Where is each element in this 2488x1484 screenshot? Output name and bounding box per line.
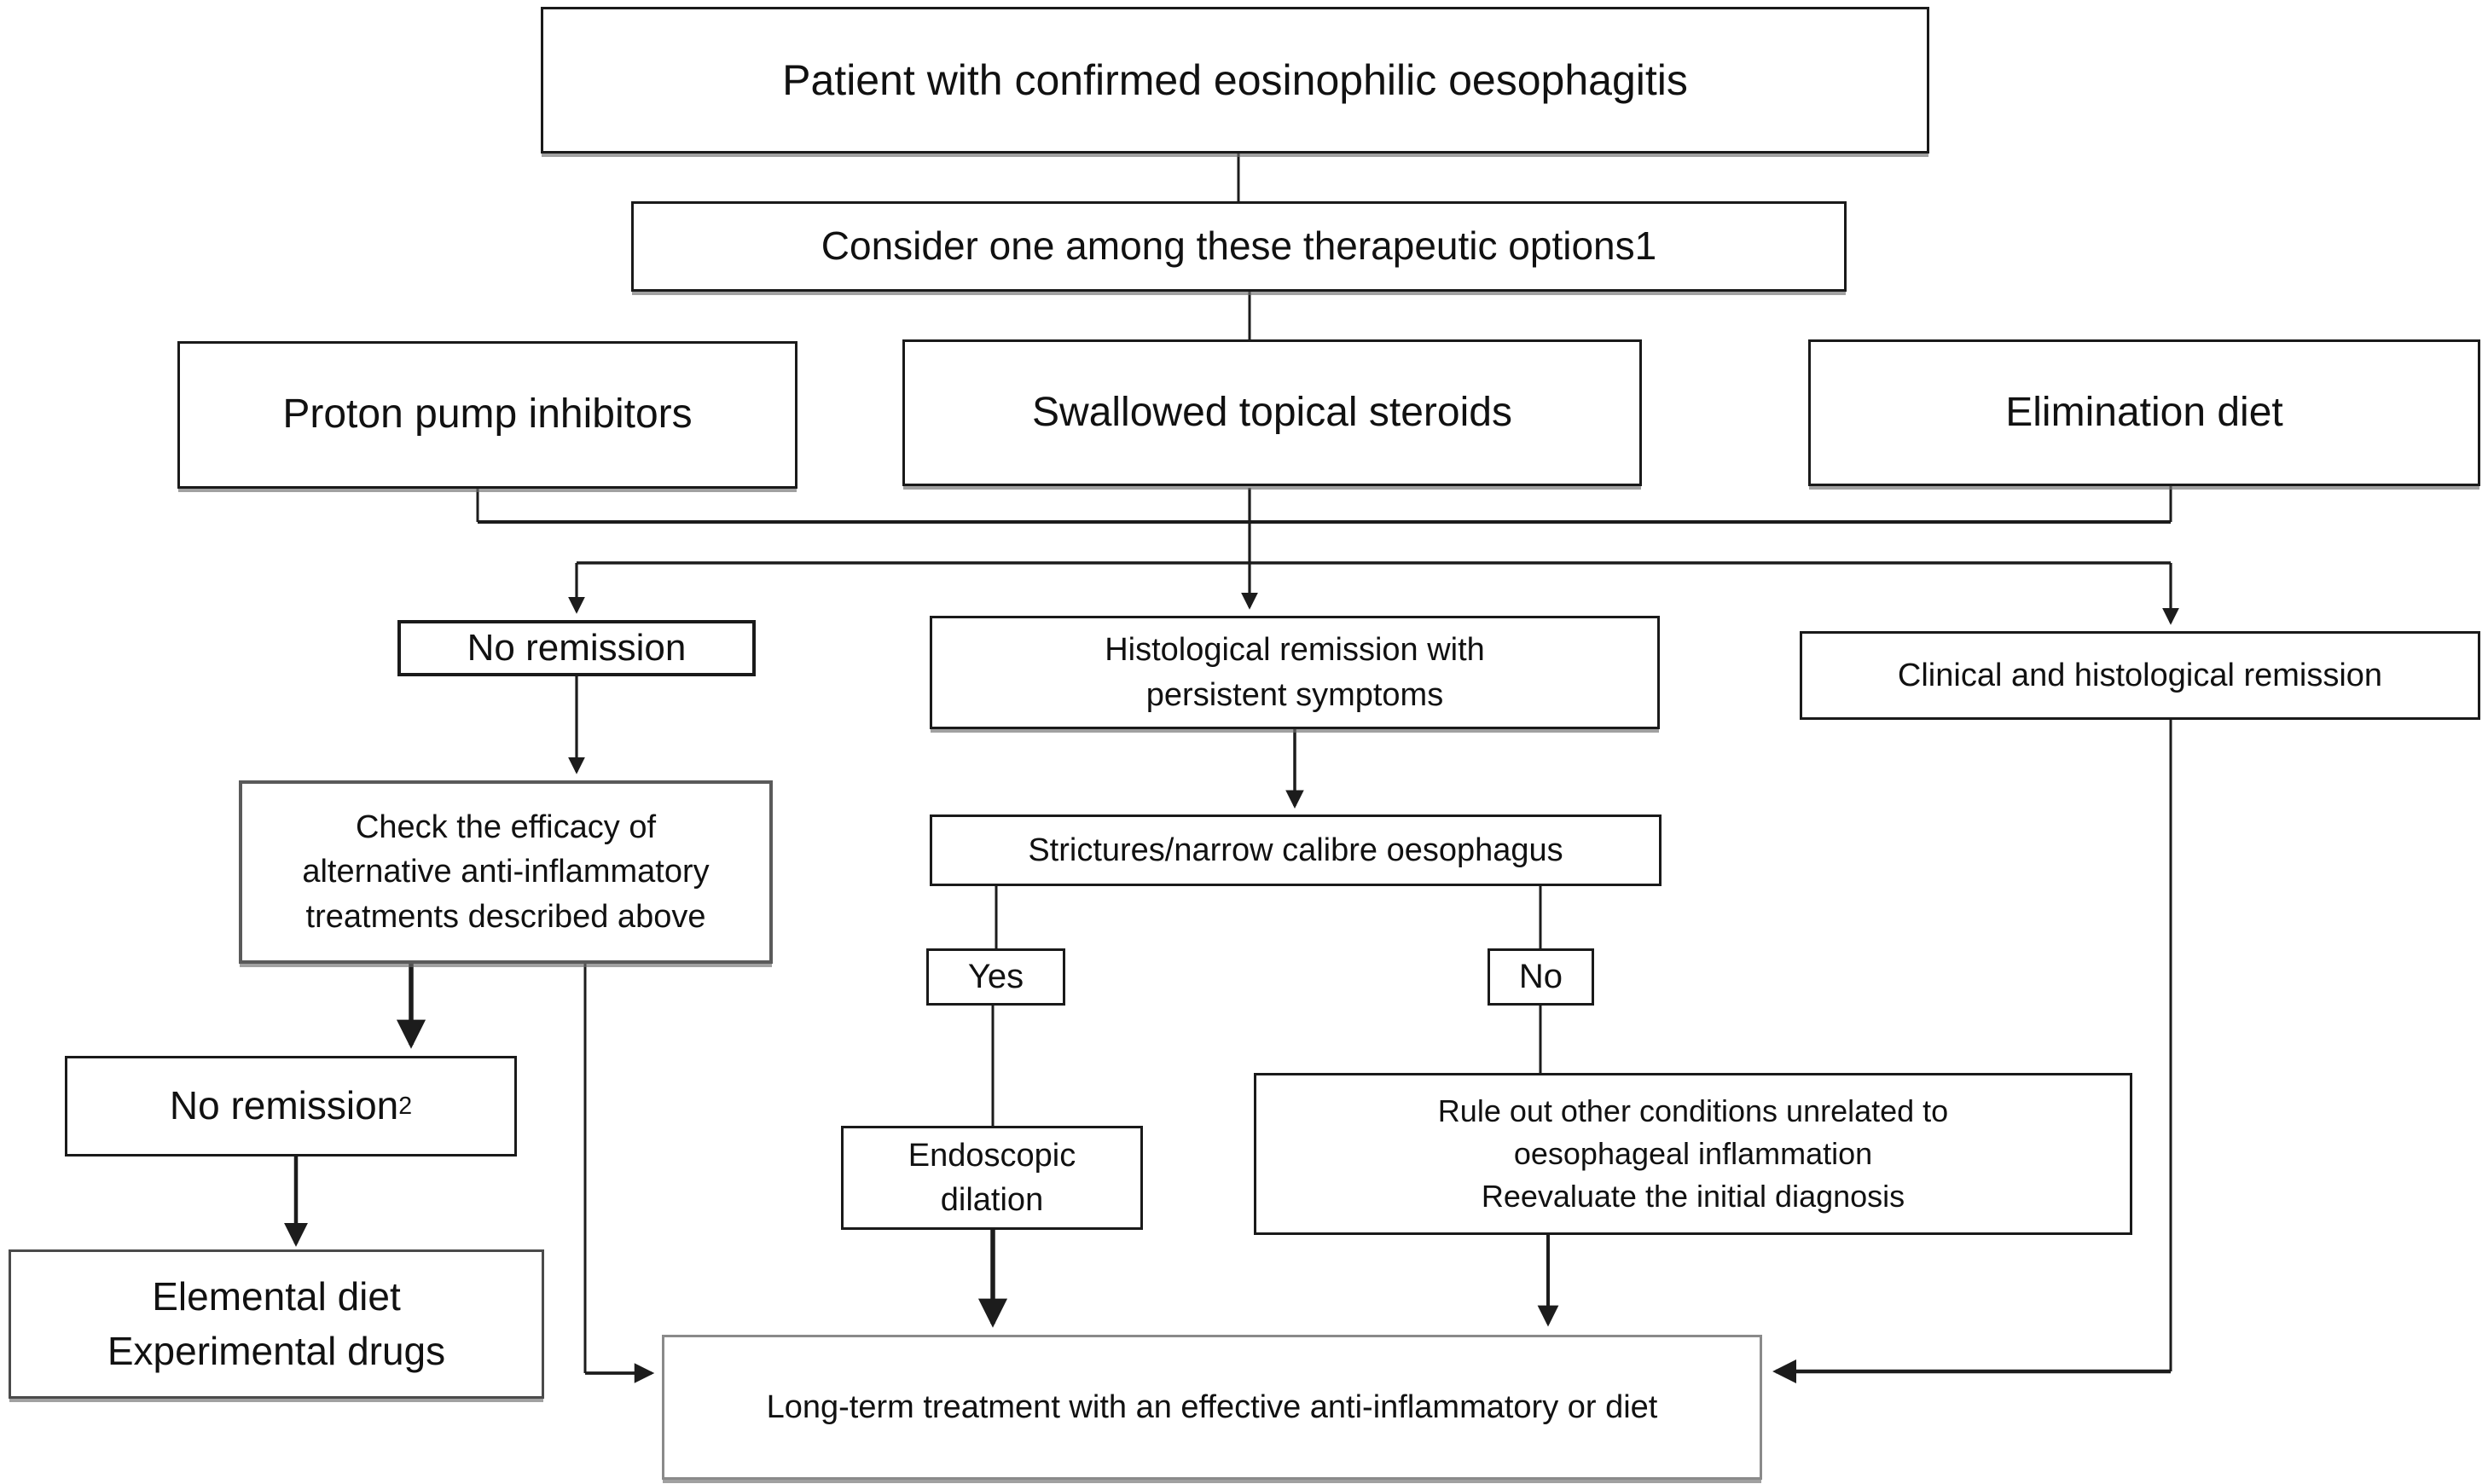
node-rule-out: Rule out other conditions unrelated to o…	[1254, 1073, 2132, 1235]
node-elemental-diet: Elemental diet Experimental drugs	[9, 1249, 544, 1399]
no-remission-2-label: No remission	[169, 1083, 399, 1128]
node-consider-options: Consider one among these therapeutic opt…	[631, 201, 1847, 292]
node-check-efficacy: Check the efficacy of alternative anti-i…	[239, 780, 773, 964]
node-strictures: Strictures/narrow calibre oesophagus	[930, 814, 1662, 886]
node-no: No	[1488, 948, 1594, 1006]
node-histological-remission: Histological remission with persistent s…	[930, 616, 1660, 729]
node-proton-pump-inhibitors: Proton pump inhibitors	[177, 341, 797, 489]
node-no-remission: No remission	[397, 620, 756, 676]
node-swallowed-topical-steroids: Swallowed topical steroids	[902, 339, 1642, 486]
node-elimination-diet: Elimination diet	[1808, 339, 2480, 486]
node-yes: Yes	[926, 948, 1065, 1006]
node-patient-confirmed: Patient with confirmed eosinophilic oeso…	[541, 7, 1929, 154]
node-endoscopic-dilation: Endoscopic dilation	[841, 1126, 1143, 1230]
node-long-term-treatment: Long-term treatment with an effective an…	[662, 1335, 1762, 1480]
node-clinical-histological-remission: Clinical and histological remission	[1800, 631, 2480, 720]
